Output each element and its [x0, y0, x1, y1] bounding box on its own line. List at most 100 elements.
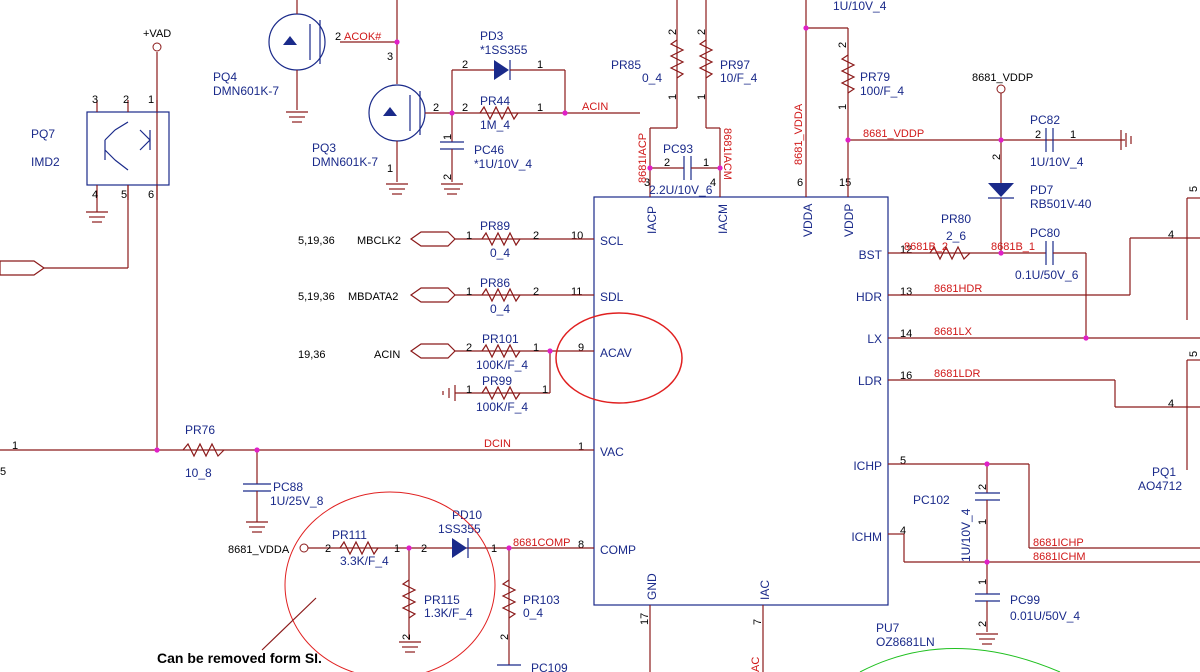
b2-net-label: 8681B_2 [904, 241, 948, 253]
pc109-ref: PC109 [531, 661, 568, 672]
svg-text:10: 10 [571, 230, 583, 242]
pd3-pr44-pc46: 2 1 2 1 1 2 PD3 *1SS355 PR44 1M_4 PC46 *… [440, 29, 640, 195]
svg-text:4: 4 [92, 189, 98, 201]
lx-net-label: 8681LX [934, 326, 973, 338]
pin-vddp: VDDP [842, 204, 856, 237]
pr111-ref: PR111 [332, 528, 367, 542]
svg-text:1: 1 [533, 342, 539, 354]
pr80-part: 2_6 [946, 229, 966, 243]
svg-text:9: 9 [578, 342, 584, 354]
pd7-ref: PD7 [1030, 183, 1054, 197]
pin-bst: BST [859, 248, 883, 262]
svg-text:2: 2 [664, 157, 670, 169]
svg-text:13: 13 [900, 286, 912, 298]
comp-section: 8681_VDDA 8681COMP 2 1 2 1 2 2 PR111 3.3… [228, 508, 594, 672]
pc102-ref: PC102 [913, 493, 950, 507]
pd10-part: 1SS355 [438, 522, 481, 536]
svg-text:1: 1 [387, 163, 393, 175]
svg-text:AC: AC [750, 657, 762, 672]
pq3-part: DMN601K-7 [312, 155, 378, 169]
svg-text:2: 2 [837, 42, 849, 48]
pr99-part: 100K/F_4 [476, 400, 528, 414]
svg-text:2: 2 [462, 102, 468, 114]
b1-net-label: 8681B_1 [991, 241, 1035, 253]
pin-ichp: ICHP [853, 459, 882, 473]
pr97-part: 10/F_4 [720, 71, 758, 85]
acav-highlight-circle [555, 312, 683, 404]
svg-text:2: 2 [533, 286, 539, 298]
vad-port: +VAD [143, 28, 171, 52]
pd3-part: *1SS355 [480, 43, 528, 57]
pq1-ref: PQ1 [1152, 465, 1176, 479]
pc46-part: *1U/10V_4 [474, 157, 532, 171]
svg-text:5: 5 [1188, 186, 1200, 192]
svg-text:1: 1 [578, 441, 584, 453]
pin-iacp: IACP [645, 206, 659, 234]
pr44-ref: PR44 [480, 94, 510, 108]
iacm-net-label: 8681IACM [721, 128, 733, 180]
svg-text:2: 2 [696, 29, 708, 35]
pd3-ref: PD3 [480, 29, 504, 43]
junctions [154, 25, 1089, 565]
svg-text:2: 2 [533, 230, 539, 242]
pin-scl: SCL [600, 234, 624, 248]
svg-text:1: 1 [466, 230, 472, 242]
svg-text:1: 1 [491, 543, 497, 555]
svg-text:2: 2 [991, 154, 1003, 160]
pc99-part: 0.01U/50V_4 [1010, 609, 1080, 623]
svg-text:1: 1 [837, 104, 849, 110]
svg-text:5: 5 [0, 466, 6, 478]
pc93-ref: PC93 [663, 142, 693, 156]
left-wires [0, 52, 594, 533]
ichp-net-label: 8681ICHP [1033, 537, 1084, 549]
ich-section: 2 1 1 2 PC102 1U/10V_4 PC99 0.01U/50V_4 … [888, 463, 1200, 645]
pin-gnd: GND [645, 573, 659, 600]
pc88-ref: PC88 [273, 480, 303, 494]
svg-text:3: 3 [92, 94, 98, 106]
ic-ref-label: PU7 [876, 621, 900, 635]
svg-text:2: 2 [421, 543, 427, 555]
svg-text:2: 2 [442, 174, 454, 180]
pr89-ref: PR89 [480, 219, 510, 233]
dcin-section: 1 5 PR76 10_8 DCIN PC88 1U/25V_8 [0, 423, 511, 508]
svg-text:8: 8 [578, 539, 584, 551]
ic-part-label: OZ8681LN [876, 635, 935, 649]
svg-text:6: 6 [148, 189, 154, 201]
pc80-ref: PC80 [1030, 226, 1060, 240]
svg-text:1: 1 [977, 579, 989, 585]
pr85-part: 0_4 [642, 71, 662, 85]
svg-text:17: 17 [639, 613, 651, 625]
acin-ref: 19,36 [298, 349, 326, 361]
svg-text:1: 1 [542, 384, 548, 396]
pc82-part: 1U/10V_4 [1030, 155, 1084, 169]
svg-text:1: 1 [394, 543, 400, 555]
svg-text:6: 6 [797, 177, 803, 189]
pin-vdda: VDDA [801, 204, 815, 237]
pc93-part: 2.2U/10V_6 [649, 183, 713, 197]
pr89-part: 0_4 [490, 246, 510, 260]
top-cap-label: 1U/10V_4 [833, 0, 887, 13]
pq4-ref: PQ4 [213, 70, 237, 84]
svg-text:2: 2 [462, 59, 468, 71]
vdda-left-label: 8681_VDDA [228, 544, 290, 556]
comp-net-label: 8681COMP [513, 537, 570, 549]
svg-text:1: 1 [667, 94, 679, 100]
vddp-net-label: 8681_VDDP [863, 128, 924, 140]
svg-text:1: 1 [466, 384, 472, 396]
pq4-part: DMN601K-7 [213, 84, 279, 98]
acin-in-label: ACIN [374, 349, 400, 361]
pin-ldr: LDR [858, 374, 882, 388]
pr44-part: 1M_4 [480, 118, 510, 132]
svg-text:2: 2 [977, 621, 989, 627]
ldr-net-label: 8681LDR [934, 368, 981, 380]
svg-text:5: 5 [1188, 351, 1200, 357]
pr115-ref: PR115 [424, 593, 460, 607]
pr85-ref: PR85 [611, 58, 641, 72]
top-mid-section: 2 1 2 1 2 1 PR85 0_4 PR97 10/F_4 PC93 2.… [611, 0, 758, 197]
svg-text:2: 2 [433, 102, 439, 114]
right-section: 4 4 5 5 PR80 2_6 PC80 0.1U/50V_6 8681B_2… [888, 186, 1200, 493]
pr99-ref: PR99 [482, 374, 512, 388]
pq3-ref: PQ3 [312, 141, 336, 155]
vdda-top-net-label: 8681_VDDA [793, 103, 805, 165]
svg-text:5: 5 [900, 455, 906, 467]
